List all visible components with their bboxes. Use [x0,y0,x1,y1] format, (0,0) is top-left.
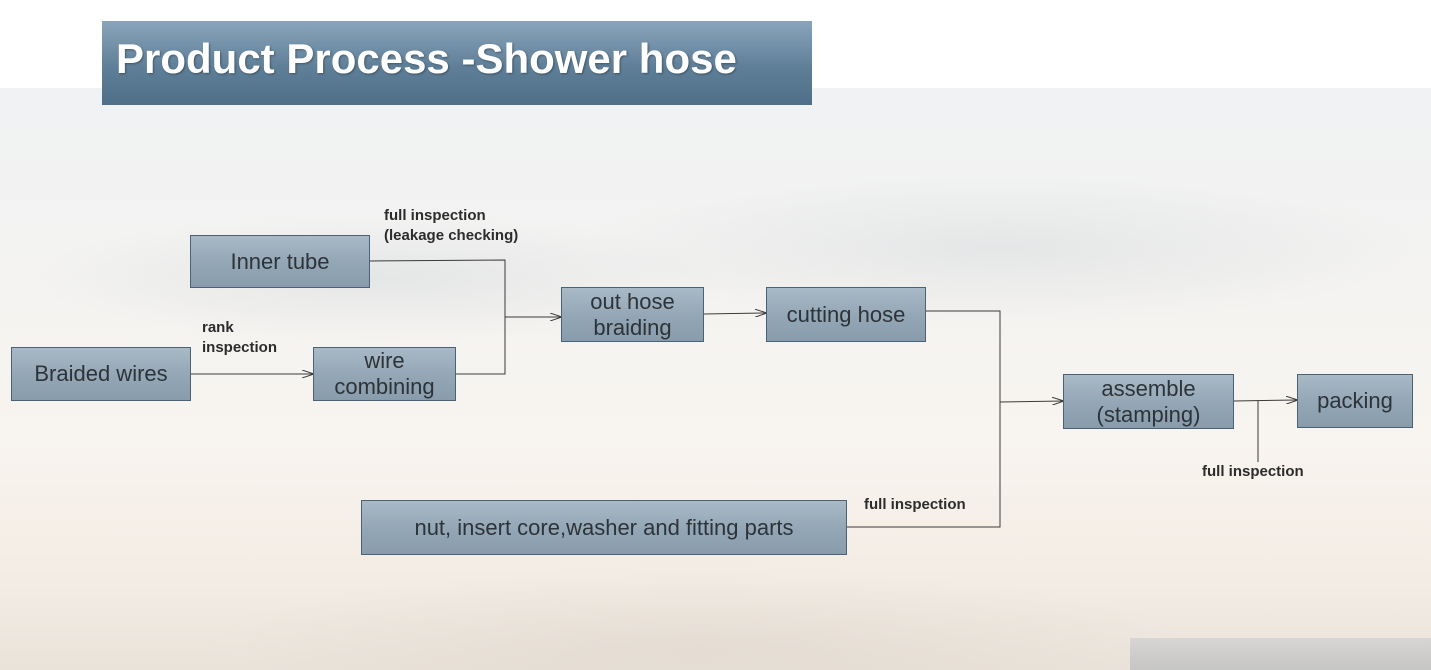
connector-to-assemble [999,401,1063,402]
background-shoreline [1130,638,1431,670]
node-cutting-hose: cutting hose [766,287,926,342]
page-title: Product Process -Shower hose [116,35,737,82]
label-full-inspection-leakage: full inspection (leakage checking) [384,207,519,244]
label-full-inspection-packing: full inspection [1202,463,1304,480]
node-out-hose-braiding: out hose braiding [561,287,704,342]
node-fitting-parts: nut, insert core,washer and fitting part… [361,500,847,555]
connector-cutting-hose [847,310,1001,528]
node-packing: packing [1297,374,1413,428]
node-inner-tube: Inner tube [190,235,370,288]
connector-assemble-packing [1233,400,1297,401]
node-braided-wires: Braided wires [11,347,191,401]
label-full-inspection-fitting: full inspection [864,496,966,513]
title-banner: Product Process -Shower hose [102,21,812,105]
node-assemble: assemble (stamping) [1063,374,1234,429]
label-rank-inspection: rank inspection [202,319,278,356]
node-wire-combining: wire combining [313,347,456,401]
connector-braiding-cutting [703,313,766,314]
